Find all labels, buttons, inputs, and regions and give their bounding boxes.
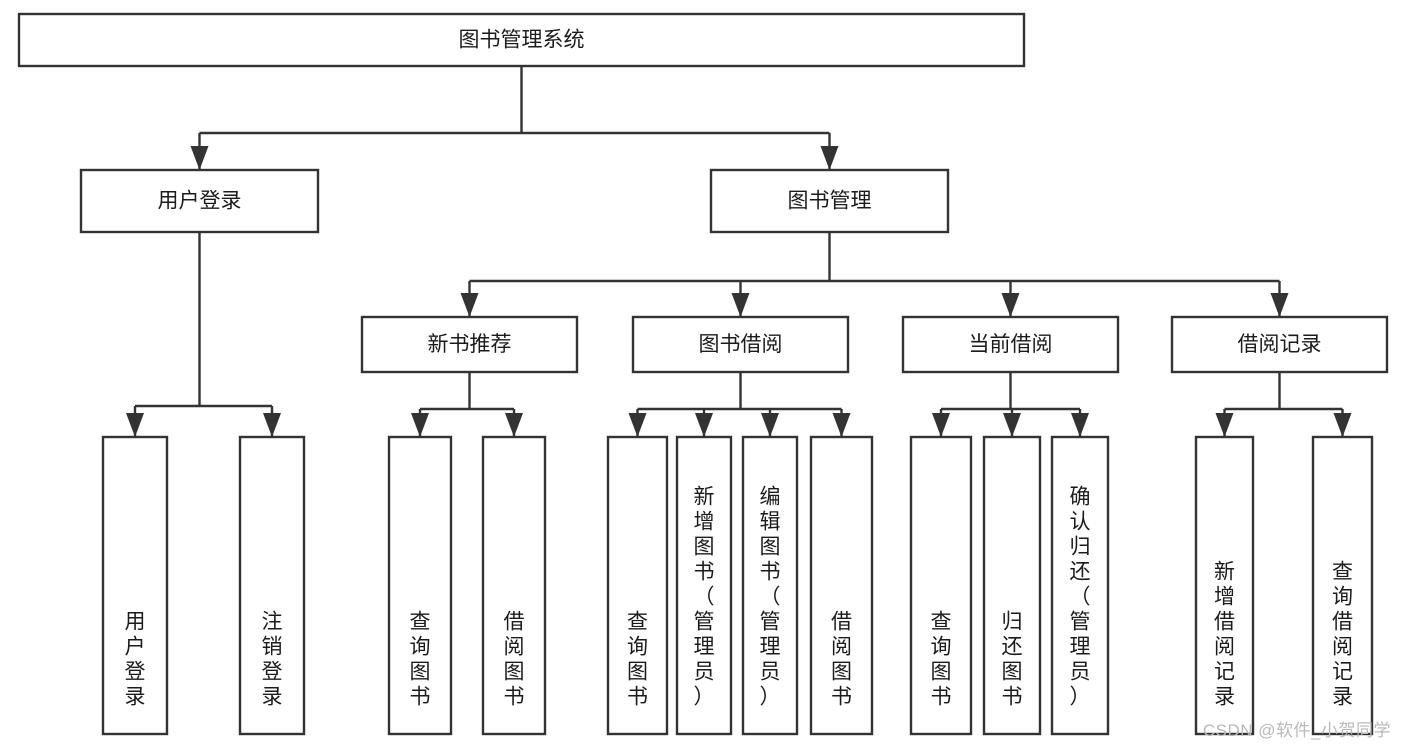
node-label: 查询借阅记录: [1332, 561, 1353, 709]
node-box[interactable]: [809, 435, 874, 736]
node-label: 查询图书: [410, 611, 431, 709]
node-level3-book-borrow[interactable]: 图书借阅: [631, 315, 850, 374]
node-leaf-leaf-query-book-b[interactable]: 查询图书: [606, 435, 669, 736]
node-label: 图书管理: [788, 190, 872, 213]
node-box[interactable]: [606, 435, 669, 736]
node-box[interactable]: [17, 12, 1026, 68]
node-level2-book-manage[interactable]: 图书管理: [709, 168, 950, 234]
node-leaf-leaf-borrow-book-b[interactable]: 借阅图书: [809, 435, 874, 736]
node-box[interactable]: [1311, 435, 1374, 736]
node-leaf-leaf-query-borrow-record[interactable]: 查询借阅记录: [1311, 435, 1374, 736]
node-label: 新增图书（管理员）: [694, 486, 715, 709]
node-box[interactable]: [360, 315, 579, 374]
node-box[interactable]: [387, 435, 453, 736]
node-box[interactable]: [709, 168, 950, 234]
node-level2-user-login[interactable]: 用户登录: [79, 168, 320, 234]
node-label: 确认归还（管理员）: [1070, 486, 1091, 709]
node-box[interactable]: [901, 315, 1120, 374]
node-label: 图书借阅: [699, 333, 783, 356]
node-leaf-leaf-query-book-rec[interactable]: 查询图书: [387, 435, 453, 736]
node-label: 新书推荐: [428, 333, 512, 356]
node-box[interactable]: [481, 435, 547, 736]
node-layer: 图书管理系统用户登录图书管理新书推荐图书借阅当前借阅借阅记录用户登录注销登录查询…: [17, 12, 1389, 736]
node-level3-current-borrow[interactable]: 当前借阅: [901, 315, 1120, 374]
node-label: 编辑图书（管理员）: [760, 486, 781, 709]
node-box[interactable]: [79, 168, 320, 234]
node-leaf-leaf-confirm-return-admin[interactable]: 确认归还（管理员）: [1050, 435, 1110, 736]
node-leaf-leaf-edit-book-admin[interactable]: 编辑图书（管理员）: [741, 435, 799, 736]
node-level3-new-book-rec[interactable]: 新书推荐: [360, 315, 579, 374]
node-box[interactable]: [675, 435, 733, 736]
node-box[interactable]: [238, 435, 306, 736]
node-box[interactable]: [1170, 315, 1389, 374]
node-level3-borrow-record[interactable]: 借阅记录: [1170, 315, 1389, 374]
node-label: 注销登录: [262, 611, 283, 709]
node-root-root[interactable]: 图书管理系统: [17, 12, 1026, 68]
node-box[interactable]: [909, 435, 973, 736]
node-box[interactable]: [741, 435, 799, 736]
connector-layer: [126, 66, 1352, 437]
node-leaf-leaf-borrow-book-rec[interactable]: 借阅图书: [481, 435, 547, 736]
node-box[interactable]: [1194, 435, 1255, 736]
node-box[interactable]: [982, 435, 1042, 736]
node-box[interactable]: [631, 315, 850, 374]
node-label: 借阅图书: [504, 611, 525, 709]
node-label: 用户登录: [125, 611, 146, 709]
node-label: 借阅记录: [1238, 333, 1322, 356]
node-label: 归还图书: [1002, 611, 1023, 709]
node-label: 查询图书: [627, 611, 648, 709]
node-box[interactable]: [1050, 435, 1110, 736]
node-label: 查询图书: [931, 611, 952, 709]
node-leaf-leaf-logout[interactable]: 注销登录: [238, 435, 306, 736]
node-box[interactable]: [101, 435, 169, 736]
node-leaf-leaf-return-book[interactable]: 归还图书: [982, 435, 1042, 736]
node-leaf-leaf-add-book-admin[interactable]: 新增图书（管理员）: [675, 435, 733, 736]
node-leaf-leaf-user-login[interactable]: 用户登录: [101, 435, 169, 736]
node-label: 当前借阅: [969, 333, 1053, 356]
node-leaf-leaf-add-borrow-record[interactable]: 新增借阅记录: [1194, 435, 1255, 736]
csdn-watermark: CSDN @软件_小贺同学: [1202, 721, 1391, 740]
node-label: 新增借阅记录: [1214, 561, 1235, 709]
node-label: 图书管理系统: [459, 29, 585, 52]
node-label: 借阅图书: [831, 611, 852, 709]
node-label: 用户登录: [158, 190, 242, 213]
node-leaf-leaf-query-book-c[interactable]: 查询图书: [909, 435, 973, 736]
